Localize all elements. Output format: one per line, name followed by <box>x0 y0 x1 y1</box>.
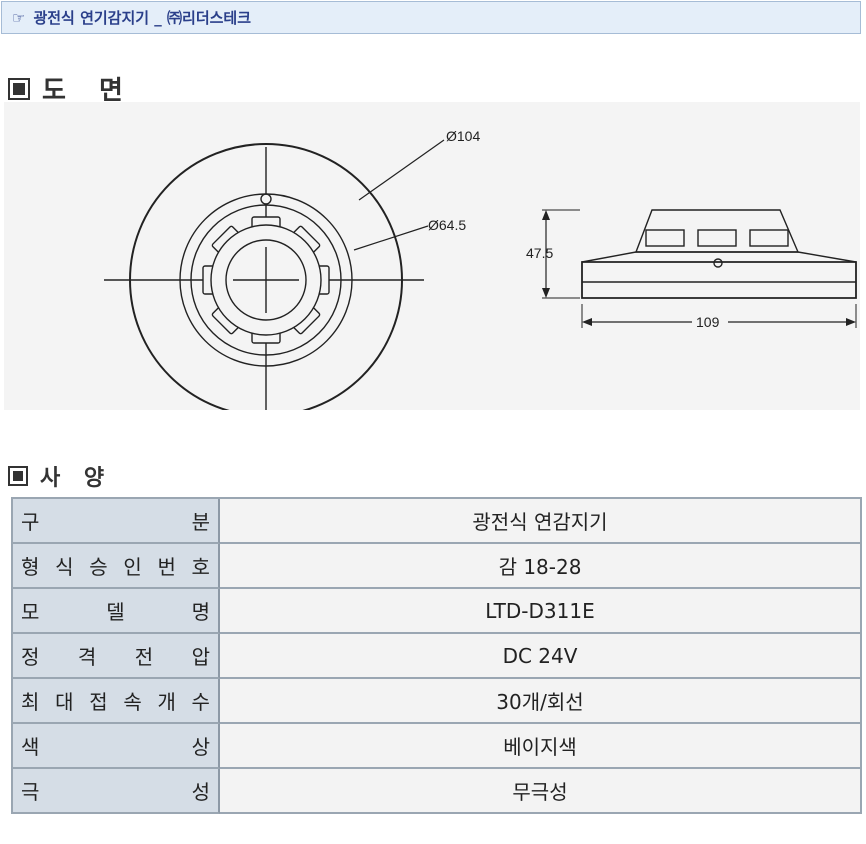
spec-value: 베이지색 <box>220 724 860 769</box>
height-arrow-bottom <box>542 288 550 298</box>
inner-diameter-label: Ø64.5 <box>428 217 466 233</box>
spec-label-char: 명 <box>191 600 210 624</box>
outer-diameter-leader <box>358 139 445 201</box>
spec-label-char: 번 <box>157 555 176 579</box>
spec-label-char: 성 <box>191 780 210 804</box>
spec-label-char: 전 <box>134 645 154 669</box>
page-title-bar: ☞ 광전식 연기감지기 _ ㈜리더스테크 <box>1 1 861 34</box>
spec-label-char: 구 <box>21 510 40 534</box>
spec-label-char: 호 <box>191 555 210 579</box>
width-dimension-label: 109 <box>696 314 720 330</box>
base-body <box>581 261 857 299</box>
sensor-ring-outer <box>179 193 353 367</box>
spec-label-char: 인 <box>123 555 142 579</box>
side-vent-1 <box>645 229 685 247</box>
technical-drawing: Ø104 Ø64.5 47.5 109 <box>4 102 860 417</box>
side-vent-3 <box>749 229 789 247</box>
height-arrow-top <box>542 210 550 220</box>
pointing-hand-icon: ☞ <box>12 8 26 27</box>
square-bullet-icon <box>8 466 28 486</box>
spec-value: DC 24V <box>220 634 860 679</box>
spec-label-char: 극 <box>21 780 40 804</box>
spec-heading-text: 사 양 <box>40 466 113 491</box>
page-title: 광전식 연기감지기 _ ㈜리더스테크 <box>33 9 252 27</box>
width-arrow-left <box>582 318 592 326</box>
indicator-led <box>260 193 272 205</box>
table-row: 정 격 전 압 DC 24V <box>13 634 860 679</box>
spec-value: 무극성 <box>220 769 860 814</box>
inner-diameter-leader <box>353 225 429 251</box>
square-bullet-icon <box>8 77 30 100</box>
spec-label-char: 속 <box>123 690 142 714</box>
spec-label-char: 수 <box>191 690 210 714</box>
spec-value: LTD-D311E <box>220 589 860 634</box>
width-arrow-right <box>846 318 856 326</box>
spec-label-char: 모 <box>21 600 40 624</box>
spec-label-char: 정 <box>21 645 40 669</box>
housing-left-shoulder <box>581 251 637 263</box>
spec-label-char: 형 <box>21 555 40 579</box>
drawing-heading: 도 면 <box>8 70 135 107</box>
spec-label-char: 상 <box>191 735 210 759</box>
spec-label-char: 압 <box>191 645 210 669</box>
spec-label-char: 식 <box>55 555 74 579</box>
spec-label-char: 분 <box>191 510 210 534</box>
spec-label-char: 개 <box>157 690 176 714</box>
spec-value: 30개/회선 <box>220 679 860 724</box>
table-row: 모 델 명 LTD-D311E <box>13 589 860 634</box>
drawing-heading-text: 도 면 <box>42 76 135 106</box>
side-led <box>713 258 723 268</box>
detector-drawing-svg: Ø104 Ø64.5 47.5 109 <box>104 128 857 417</box>
sensor-ring-inner <box>190 204 342 356</box>
spec-label-char: 접 <box>89 690 108 714</box>
spec-label-char: 색 <box>21 735 40 759</box>
spec-label-char: 최 <box>21 690 40 714</box>
spec-label-char: 승 <box>89 555 108 579</box>
housing-right-shoulder <box>797 251 857 263</box>
height-dimension-label: 47.5 <box>526 245 553 261</box>
spec-value: 광전식 연감지기 <box>220 499 860 544</box>
outer-diameter-label: Ø104 <box>446 128 480 144</box>
spec-heading: 사 양 <box>8 460 112 492</box>
spec-value: 감 18-28 <box>220 544 860 589</box>
spec-label-char: 격 <box>77 645 97 669</box>
spec-label-char: 대 <box>55 690 74 714</box>
side-vent-2 <box>697 229 737 247</box>
sensor-chamber-inner <box>225 239 307 321</box>
spec-label-char: 델 <box>106 600 125 624</box>
